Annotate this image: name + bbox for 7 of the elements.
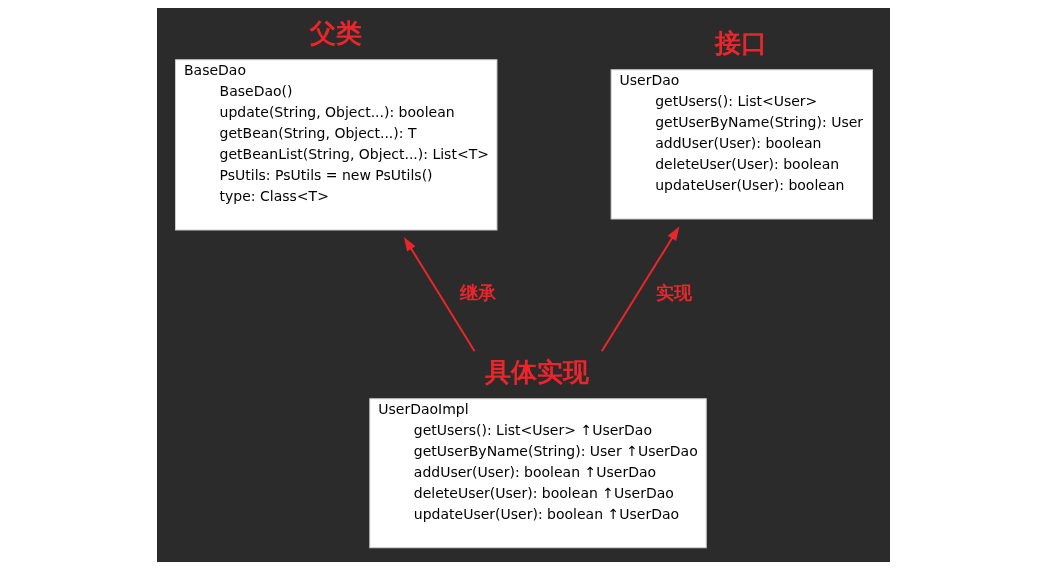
arrow [600, 226, 680, 353]
edge-label: 实现 [655, 281, 692, 303]
node-label: 父类 [309, 18, 362, 49]
edge-label: 继承 [460, 281, 497, 303]
node-label: 接口 [715, 28, 768, 59]
node-label: 具体实现 [484, 357, 589, 388]
arrow [403, 236, 476, 353]
